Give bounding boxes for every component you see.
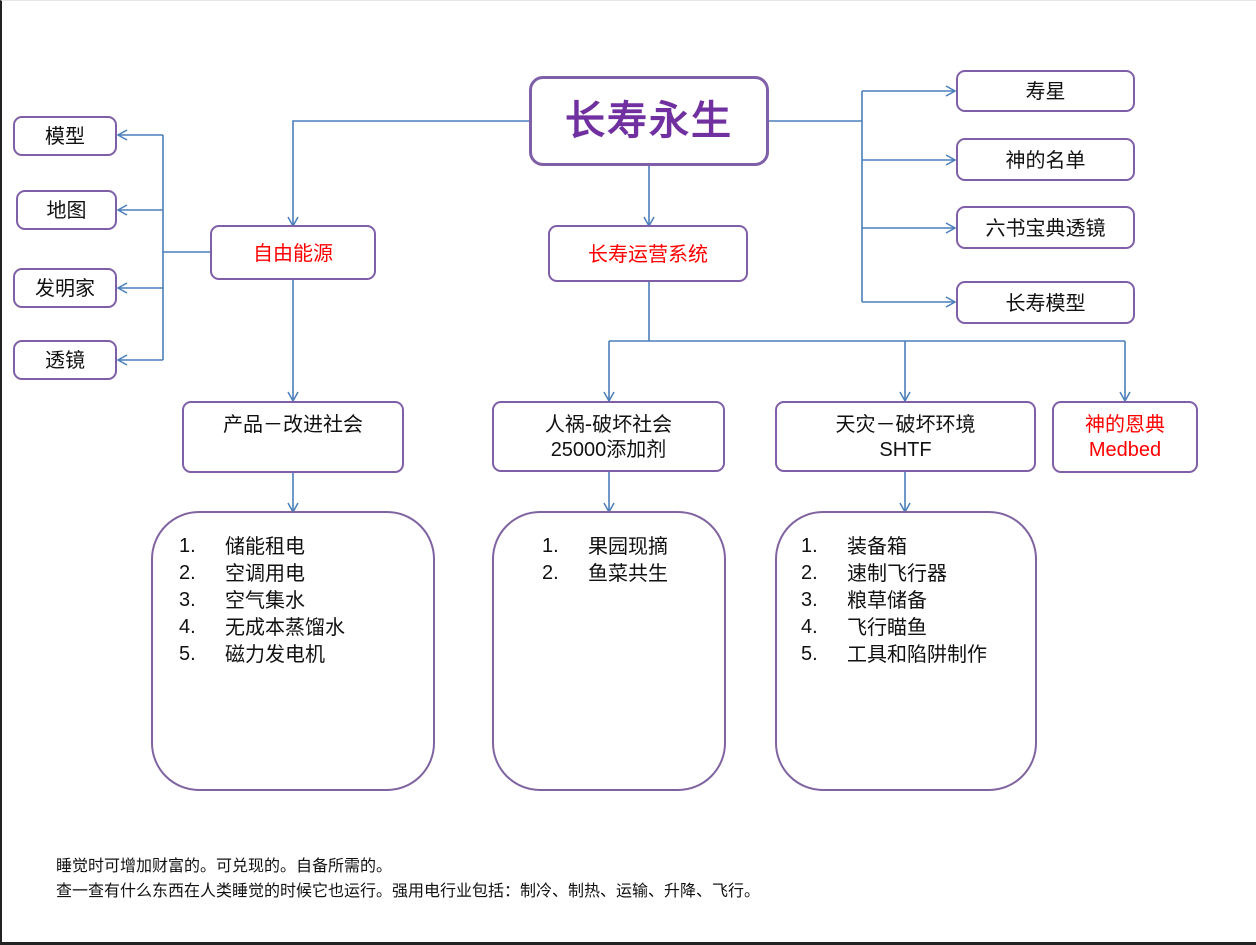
free-energy-label: 自由能源 — [253, 240, 333, 265]
natural-disaster-line1: 天灾－破坏环境 — [835, 411, 976, 436]
lens-node[interactable]: 透镜 — [13, 340, 117, 380]
list-item: 4.飞行瞄鱼 — [801, 615, 927, 639]
products-node[interactable]: 产品－改进社会 — [182, 401, 404, 473]
root-node[interactable]: 长寿永生 — [529, 76, 769, 166]
root-label: 长寿永生 — [565, 97, 733, 144]
products-list-box: 1.储能租电 2.空调用电 3.空气集水 4.无成本蒸馏水 5.磁力发电机 — [151, 511, 435, 791]
list-item: 1.储能租电 — [179, 534, 305, 558]
longevity-model-node[interactable]: 长寿模型 — [956, 281, 1135, 324]
list-item: 3.粮草储备 — [801, 588, 927, 612]
note-line-1: 睡觉时可增加财富的。可兑现的。自备所需的。 — [56, 856, 393, 875]
list-item: 4.无成本蒸馏水 — [179, 615, 345, 639]
list-item: 2.速制飞行器 — [801, 561, 947, 585]
lens-label: 透镜 — [45, 348, 85, 372]
longevity-model-label: 长寿模型 — [1005, 290, 1086, 315]
map-label: 地图 — [46, 198, 87, 222]
products-label: 产品－改进社会 — [223, 412, 363, 436]
god-list-node[interactable]: 神的名单 — [956, 138, 1135, 181]
shouxing-label: 寿星 — [1025, 79, 1066, 103]
man-made-disaster-line2: 25000添加剂 — [550, 438, 667, 461]
list-item: 3.空气集水 — [179, 588, 305, 612]
longevity-system-label: 长寿运营系统 — [588, 241, 708, 266]
model-label: 模型 — [45, 124, 85, 148]
list-item: 1.装备箱 — [801, 534, 907, 558]
list-item: 5.工具和陷阱制作 — [801, 642, 987, 666]
man-made-disaster-line1: 人祸-破坏社会 — [544, 411, 673, 436]
inventor-label: 发明家 — [35, 276, 95, 300]
inventor-node[interactable]: 发明家 — [13, 268, 117, 308]
man-made-disaster-node[interactable]: 人祸-破坏社会 25000添加剂 — [492, 401, 725, 472]
map-node[interactable]: 地图 — [16, 190, 117, 230]
six-books-lens-label: 六书宝典透镜 — [985, 215, 1106, 240]
list-item: 5.磁力发电机 — [179, 642, 325, 666]
god-list-label: 神的名单 — [1005, 147, 1086, 172]
divine-grace-line1: 神的恩典 — [1085, 412, 1165, 436]
man-made-list-box: 1.果园现摘 2.鱼菜共生 — [492, 511, 726, 791]
longevity-system-node[interactable]: 长寿运营系统 — [548, 225, 748, 282]
free-energy-node[interactable]: 自由能源 — [210, 225, 376, 280]
list-item: 2.鱼菜共生 — [542, 561, 668, 585]
natural-disaster-node[interactable]: 天灾－破坏环境 SHTF — [775, 401, 1036, 472]
six-books-lens-node[interactable]: 六书宝典透镜 — [956, 206, 1135, 249]
list-item: 2.空调用电 — [179, 561, 305, 585]
list-item: 1.果园现摘 — [542, 534, 668, 558]
connector-root-to-free-energy — [287, 120, 530, 228]
note-line-2: 查一查有什么东西在人类睡觉的时候它也运行。强用电行业包括：制冷、制热、运输、升降… — [56, 881, 761, 900]
divine-grace-node[interactable]: 神的恩典 Medbed — [1052, 401, 1198, 473]
shouxing-node[interactable]: 寿星 — [956, 70, 1135, 112]
natural-disaster-list-box: 1.装备箱 2.速制飞行器 3.粮草储备 4.飞行瞄鱼 5.工具和陷阱制作 — [775, 511, 1037, 791]
natural-disaster-line2: SHTF — [879, 438, 932, 461]
divine-grace-line2: Medbed — [1088, 439, 1162, 461]
model-node[interactable]: 模型 — [13, 116, 117, 156]
